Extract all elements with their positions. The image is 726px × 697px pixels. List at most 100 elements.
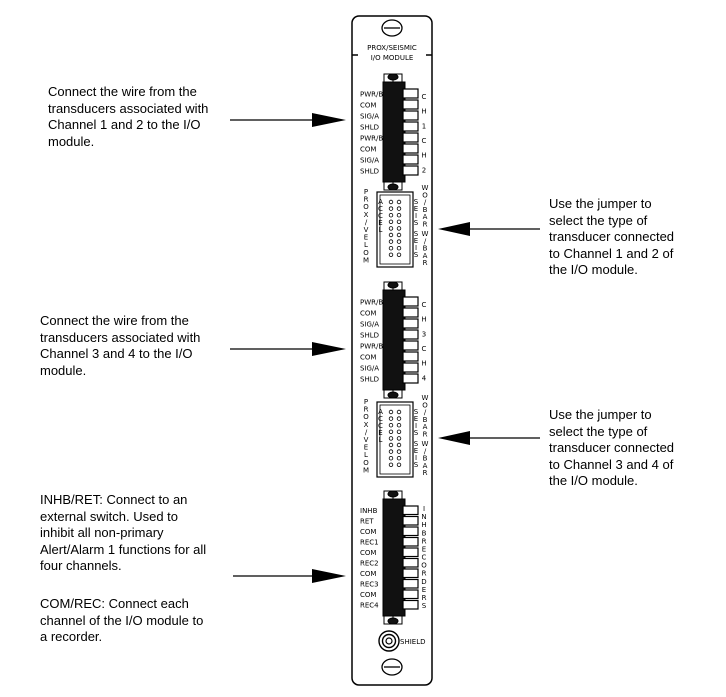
jumper-left-label: V [364, 436, 369, 444]
jumper-inner-right-label: S [414, 408, 419, 416]
jumper-pin-icon [388, 429, 394, 434]
jumper-pin-icon [396, 226, 402, 231]
jumper-inner-right-label: S [414, 198, 419, 206]
arrow-note4 [438, 431, 540, 445]
connector-side-label: 1 [422, 122, 426, 130]
jumper-pin-icon [388, 245, 394, 251]
jumper-left-label: / [365, 218, 368, 226]
connector-pin-slot [402, 154, 419, 165]
connector-pin-slot [402, 132, 419, 143]
jumper-pin-icon [388, 239, 394, 244]
jumper-left-label: P [364, 188, 368, 196]
jumper-pin-icon [396, 442, 402, 448]
jumper-pin-icon [388, 252, 394, 257]
jumper-inner-left-label: L [379, 436, 383, 444]
jumper-inner-right-label: I [415, 422, 417, 430]
pin-label: COM [360, 570, 376, 578]
jumper-pin-icon [396, 252, 402, 257]
shield-terminal-icon [378, 630, 400, 652]
jumper-pin-icon [396, 212, 402, 218]
jumper-right-label: / [424, 409, 427, 417]
jumper-inner-right-label: I [415, 212, 417, 220]
jumper-housing [376, 191, 414, 268]
jumper-right-label: R [423, 221, 428, 229]
connector-side-label: R [422, 594, 427, 602]
connector-pin-slot [402, 599, 419, 610]
connector-screw-icon [387, 73, 399, 81]
module-title-line1: PROX/SEISMIC [367, 44, 417, 52]
jumper-pin-icon [396, 409, 402, 415]
connector-pin-slot [402, 110, 419, 121]
connector-side-label: C [422, 345, 427, 353]
connector-side-label: H [421, 521, 426, 529]
jumper-inner-right-label: I [415, 244, 417, 252]
connector-side-label: 4 [422, 374, 427, 382]
connector-side-label: H [421, 360, 426, 368]
jumper-left-label: X [364, 421, 369, 429]
jumper-left-label: E [364, 234, 368, 242]
jumper-inner-right-label: S [414, 461, 419, 469]
jumper-inner-left-label: E [378, 219, 382, 227]
shield-label: SHIELD [400, 638, 425, 646]
jumper-inner-right-label: I [415, 454, 417, 462]
connector-side-label: O [421, 562, 427, 570]
annotation-ch3-ch4-wiring: Connect the wire from the transducers as… [40, 313, 201, 378]
jumper-pin-icon [396, 436, 402, 441]
pin-label: COM [360, 354, 376, 362]
jumper-pin-icon [388, 442, 394, 448]
connector-pin-slot [402, 88, 419, 99]
jumper-inner-right-label: S [414, 251, 419, 259]
jumper-right-label: B [423, 416, 428, 424]
connector-body [382, 498, 406, 617]
pin-label: COM [360, 528, 376, 536]
jumper-pin-icon [396, 245, 402, 251]
connector-pin-slot [402, 165, 419, 176]
jumper-left-label: L [364, 451, 368, 459]
connector-side-label: B [422, 529, 427, 537]
jumper-pin-icon [396, 429, 402, 434]
jumper-right-label: A [423, 462, 428, 470]
connector-pin-slot [402, 589, 419, 600]
jumper-right-label: A [423, 213, 428, 221]
jumper-right-label: W [422, 394, 429, 402]
jumper-pin-icon [396, 456, 402, 461]
jumper-right-label: / [424, 447, 427, 455]
jumper-inner-right-label: S [414, 219, 419, 227]
pin-label: REC1 [360, 539, 379, 547]
jumper-inner-right-label: S [414, 440, 419, 448]
jumper-left-label: / [365, 428, 368, 436]
jumper-inner-left-label: L [379, 226, 383, 234]
annotation-ch3-ch4-jumper: Use the jumper to select the type of tra… [549, 407, 675, 488]
pin-label: SIG/A [360, 113, 379, 121]
jumper-pin-icon [388, 219, 394, 224]
jumper-pin-icon [388, 409, 394, 415]
jumper-inner-right-label: E [414, 205, 418, 213]
annotation-inhb-ret: INHB/RET: Connect to an external switch.… [40, 492, 207, 573]
connector-body [382, 289, 406, 391]
pin-label: PWR/B [360, 299, 383, 307]
pin-label: COM [360, 102, 376, 110]
connector-pin-slot [402, 526, 419, 537]
connector-pin-slot [402, 373, 419, 384]
top-screw-icon [381, 19, 403, 37]
jumper-right-label: W [422, 230, 429, 238]
annotation-com-rec: COM/REC: Connect each channel of the I/O… [40, 596, 204, 644]
pin-label: SHLD [360, 124, 379, 132]
jumper-pin-icon [396, 416, 402, 421]
connector-pin-slot [402, 547, 419, 558]
connector-side-label: H [421, 108, 426, 116]
pin-label: SHLD [360, 168, 379, 176]
connector-pin-slot [402, 307, 419, 318]
connector-pin-slot [402, 351, 419, 362]
jumper-left-label: P [364, 398, 368, 406]
connector-side-label: I [423, 505, 425, 513]
connector-side-label: C [422, 301, 427, 309]
connector-side-label: H [421, 316, 426, 324]
jumper-left-label: M [363, 256, 369, 264]
jumper-right-label: O [422, 401, 428, 409]
connector-inhb-recorders: INHBRETCOMREC1COMREC2COMREC3COMREC4INHBR… [360, 490, 427, 625]
jumper-inner-left-label: E [378, 429, 382, 437]
connector-side-label: H [421, 152, 426, 160]
connector-pin-slot [402, 505, 419, 516]
